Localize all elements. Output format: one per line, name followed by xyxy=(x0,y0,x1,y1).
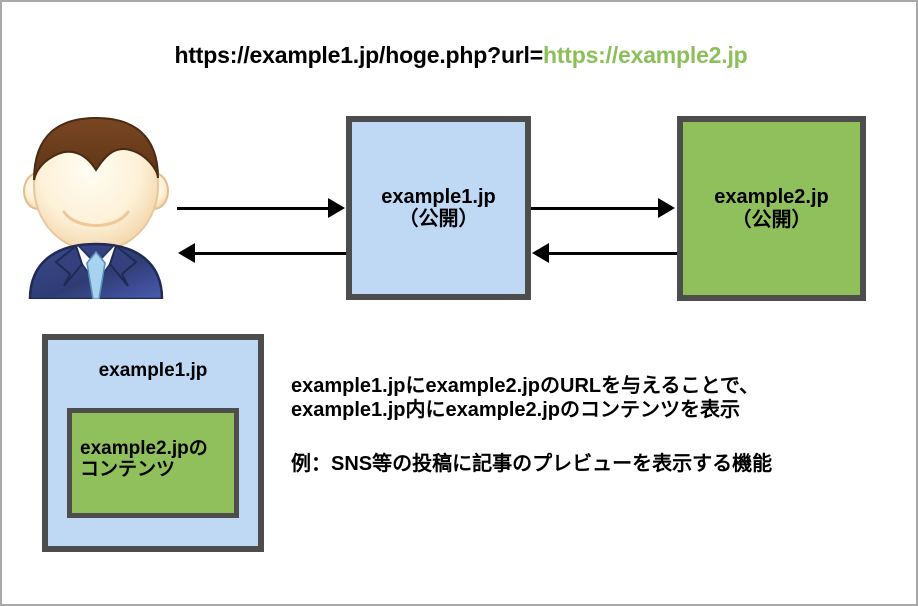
node-box-example1: example1.jp （公開） xyxy=(346,116,531,300)
result-panel-outer-label: example1.jp xyxy=(98,360,208,381)
result-panel-inner-label: example2.jpの コンテンツ xyxy=(80,438,208,480)
user-avatar-icon xyxy=(23,116,169,299)
arrow-example1-to-user-line xyxy=(195,252,346,255)
arrow-example1-to-user-head xyxy=(178,243,195,263)
arrow-user-to-example1-line xyxy=(177,207,330,210)
page-title: https://example1.jp/hoge.php?url=https:/… xyxy=(2,42,916,69)
node-box-example2-label: example2.jp （公開） xyxy=(714,186,829,231)
result-panel-outer-example1: example1.jp example2.jpの コンテンツ xyxy=(42,334,264,552)
arrow-example1-to-example2-head xyxy=(658,198,675,218)
title-url-parameter: https://example2.jp xyxy=(542,42,748,68)
title-url-prefix: https://example1.jp/hoge.php?url= xyxy=(174,42,544,68)
arrow-example1-to-example2-line xyxy=(531,207,659,210)
explanation-main-text: example1.jpにexample2.jpのURLを与えることで、 exam… xyxy=(291,375,760,422)
node-box-example1-label: example1.jp （公開） xyxy=(381,185,496,230)
arrow-example2-to-example1-line xyxy=(549,252,677,255)
result-panel-inner-example2-content: example2.jpの コンテンツ xyxy=(67,408,239,518)
node-box-example2: example2.jp （公開） xyxy=(677,116,866,301)
arrow-user-to-example1-head xyxy=(328,198,345,218)
arrow-example2-to-example1-head xyxy=(532,243,549,263)
explanation-example-text: 例：SNS等の投稿に記事のプレビューを表示する機能 xyxy=(291,453,773,475)
